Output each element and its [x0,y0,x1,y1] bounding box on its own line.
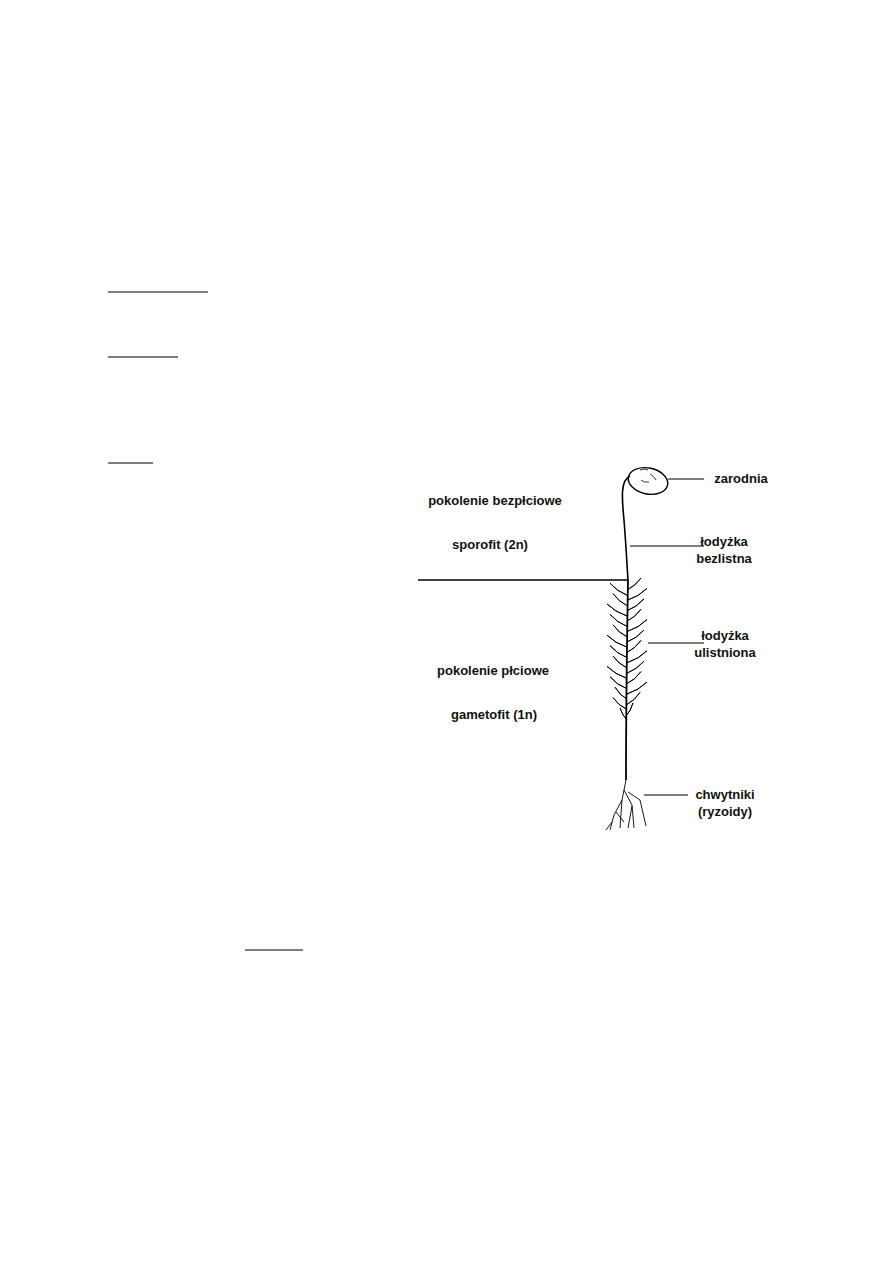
part-label: pokolenie płciowe [418,662,568,679]
part-label: gametofit (1n) [434,706,554,723]
leaf [627,640,641,652]
leaf [627,682,647,694]
leaf [607,666,627,678]
blank-line [108,291,208,292]
seta [622,476,630,580]
capsule [626,464,671,498]
leaves [607,578,647,720]
moss-plant [606,464,670,830]
leaf [610,677,627,689]
part-label: zarodnia [701,470,781,487]
leaf [627,588,647,600]
part-label: sporofit (2n) [430,536,550,553]
leaf [627,630,644,642]
part-label: łodyżka ulistniona [685,627,765,661]
leaf [627,661,644,673]
leaf [613,656,627,668]
part-label: chwytniki (ryzoidy) [685,786,765,820]
leaf [627,672,641,684]
leaf [627,692,640,704]
rhizoids [606,780,646,830]
blank-line [245,949,303,950]
leaf [620,708,627,720]
part-label: łodyżka bezlistna [689,533,759,567]
leaf [613,698,627,710]
leaf [610,646,627,658]
blank-line [108,462,153,463]
leader-line [630,545,704,546]
leaf [627,651,647,663]
leaf [610,583,627,595]
leaf [627,620,647,632]
stem [626,580,628,780]
leaf [615,687,627,699]
leaf [613,594,627,606]
leaf [627,599,644,611]
leader-line [644,794,688,795]
leaf [627,703,633,715]
leader-line [648,642,704,643]
leaf [627,609,641,621]
leaf [607,604,627,616]
leaf [610,614,627,626]
leaf [613,625,627,637]
leaf [607,635,627,647]
leader-line [668,478,704,479]
part-label: pokolenie bezpłciowe [410,492,580,509]
generation-divider [418,579,628,581]
leaf [627,578,641,590]
blank-line [108,356,178,357]
